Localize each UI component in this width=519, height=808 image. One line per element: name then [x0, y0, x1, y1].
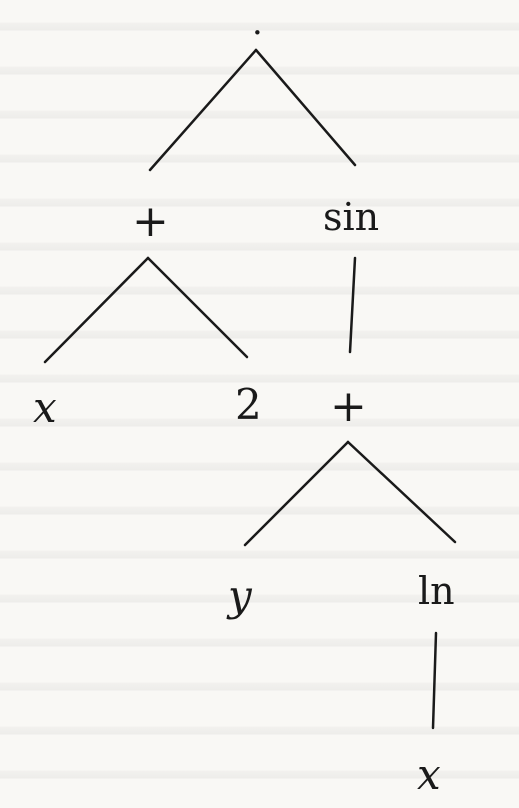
edge-inner-plus-to-ln [346, 440, 457, 544]
edge-root-to-sin [254, 48, 357, 167]
edge-plus-to-2 [146, 256, 249, 359]
edge-sin-to-plus [348, 256, 357, 354]
node-x: x [33, 383, 57, 432]
edge-inner-plus-to-y [243, 440, 350, 547]
edge-ln-to-x [431, 631, 438, 730]
node-ln-x: x [417, 750, 441, 799]
node-inner-plus: + [330, 381, 367, 432]
node-root-product: · [252, 13, 263, 53]
node-y: y [228, 571, 252, 620]
node-plus: + [132, 196, 169, 247]
node-sin: sin [323, 195, 380, 239]
edge-plus-to-x [43, 256, 150, 364]
node-ln: ln [418, 569, 455, 613]
edge-root-to-plus [148, 48, 258, 172]
node-2: 2 [235, 380, 262, 429]
